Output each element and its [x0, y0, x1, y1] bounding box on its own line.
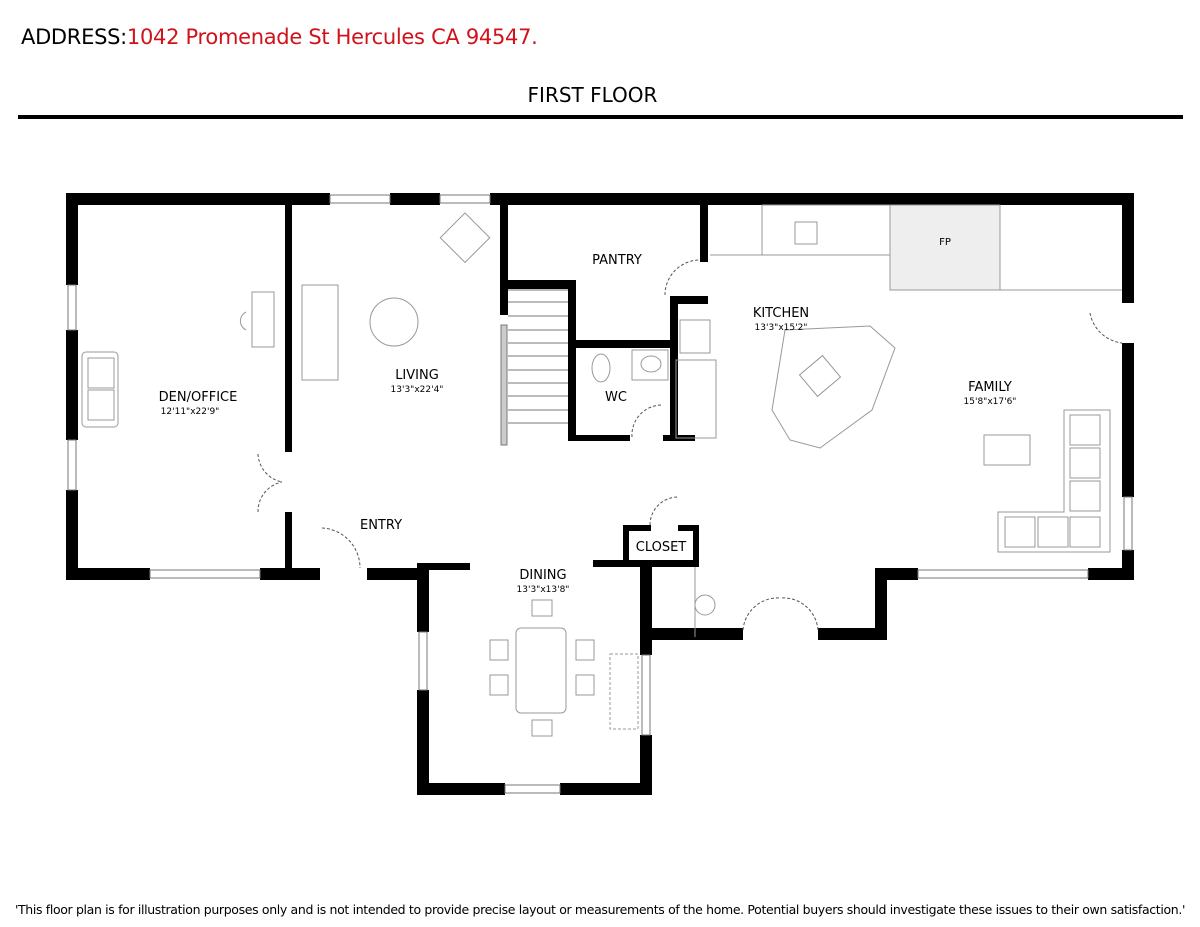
furniture: [81, 204, 1122, 737]
disclaimer: 'This floor plan is for illustration pur…: [14, 902, 1186, 917]
room-dims-dining: 13'3"x13'8": [517, 585, 570, 595]
room-name-family: FAMILY: [968, 380, 1012, 395]
walls: [66, 193, 1134, 795]
address: ADDRESS:1042 Promenade St Hercules CA 94…: [21, 25, 538, 49]
room-dims-family: 15'8"x17'6": [964, 397, 1017, 407]
room-name-pantry: PANTRY: [592, 253, 642, 268]
doors: [257, 259, 1123, 631]
room-name-den: DEN/OFFICE: [159, 390, 238, 405]
room-name-entry: ENTRY: [360, 518, 402, 533]
room-name-closet: CLOSET: [636, 540, 687, 555]
room-name-dining: DINING: [519, 568, 566, 583]
address-label: ADDRESS:: [21, 25, 127, 49]
room-dims-living: 13'3"x22'4": [391, 385, 444, 395]
room-name-kitchen: KITCHEN: [753, 306, 809, 321]
room-name-living: LIVING: [395, 368, 439, 383]
stairs: [500, 289, 568, 446]
room-dims-kitchen: 13'3"x15'2": [755, 323, 808, 333]
title-rule: [18, 115, 1183, 119]
room-dims-den: 12'11"x22'9": [161, 407, 220, 417]
room-name-wc: WC: [605, 390, 627, 405]
windows: [67, 194, 1133, 794]
fireplace-label: FP: [939, 237, 951, 248]
room-labels: DEN/OFFICE 12'11"x22'9" LIVING 13'3"x22'…: [159, 237, 1017, 595]
floor-title: FIRST FLOOR: [527, 83, 658, 107]
address-value: 1042 Promenade St Hercules CA 94547.: [126, 25, 538, 49]
